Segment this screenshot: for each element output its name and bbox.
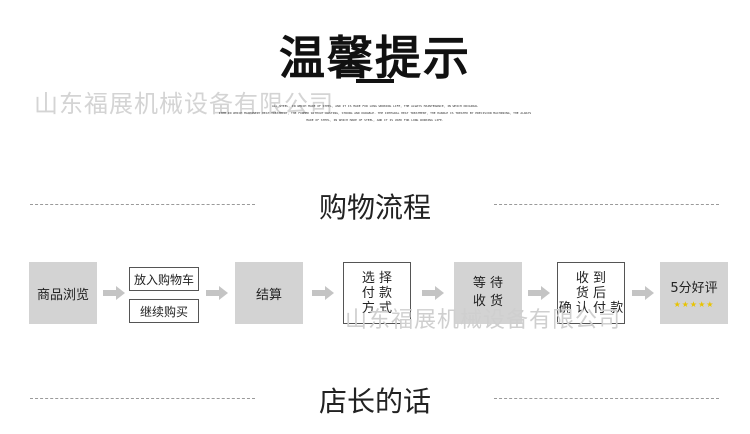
star-icon: ★★★★★ — [673, 300, 715, 309]
divider-left — [30, 204, 255, 205]
step-add-to-cart-label: 放入购物车 — [133, 272, 194, 287]
step-checkout-label: 结算 — [255, 287, 282, 303]
step-payment-line-1: 选 择 — [361, 270, 393, 286]
arrow-right-icon — [312, 286, 334, 300]
step-wait-delivery: 等 待 收 货 — [454, 262, 522, 324]
step-payment-line-3: 方 式 — [361, 300, 393, 316]
step-add-to-cart: 放入购物车 — [129, 267, 199, 291]
arrow-right-icon — [422, 286, 444, 300]
divider-left — [30, 398, 255, 399]
arrow-right-icon — [103, 286, 125, 300]
arrow-right-icon — [206, 286, 228, 300]
divider-right — [494, 204, 719, 205]
step-browse-label: 商品浏览 — [36, 287, 89, 303]
fine-print-line-1: ALL STEEL, IN WHICH MADE OF STEEL, AND I… — [272, 104, 478, 108]
step-checkout: 结算 — [235, 262, 303, 324]
step-rate-label: 5分好评 — [670, 281, 718, 296]
watermark-bottom: 山东福展机械设备有限公司 — [345, 308, 622, 333]
arrow-right-icon — [632, 286, 654, 300]
step-payment-line-2: 付 款 — [361, 285, 393, 301]
step-confirm-receipt: 收 到 货 后 确 认 付 款 — [557, 262, 625, 324]
divider-right — [494, 398, 719, 399]
step-choose-payment: 选 择 付 款 方 式 — [343, 262, 411, 324]
step-receive-line-2: 货 后 — [575, 285, 607, 301]
step-continue-shopping: 继续购买 — [129, 299, 199, 323]
title-underline — [356, 79, 394, 83]
step-continue-shopping-label: 继续购买 — [139, 304, 188, 319]
step-browse: 商品浏览 — [29, 262, 97, 324]
fine-print-line-3: MADE OF STEEL, IN WHICH MADE OF STEEL, A… — [306, 118, 444, 122]
watermark-top: 山东福展机械设备有限公司 — [34, 90, 334, 118]
page-title: 温馨提示 — [279, 31, 471, 85]
step-wait-line-1: 等 待 — [472, 276, 504, 291]
step-wait-line-2: 收 货 — [472, 294, 504, 309]
fine-print-line-2: ITEM IN WHICH MACHINERY HEAT TREATMENT, … — [218, 111, 532, 115]
arrow-right-icon — [528, 286, 550, 300]
step-receive-line-1: 收 到 — [575, 270, 607, 286]
section-heading-shop-words: 店长的话 — [318, 385, 431, 418]
step-five-star-rating: 5分好评 ★★★★★ — [660, 262, 728, 324]
section-heading-purchase-flow: 购物流程 — [318, 191, 431, 224]
step-receive-line-3: 确 认 付 款 — [558, 300, 624, 316]
